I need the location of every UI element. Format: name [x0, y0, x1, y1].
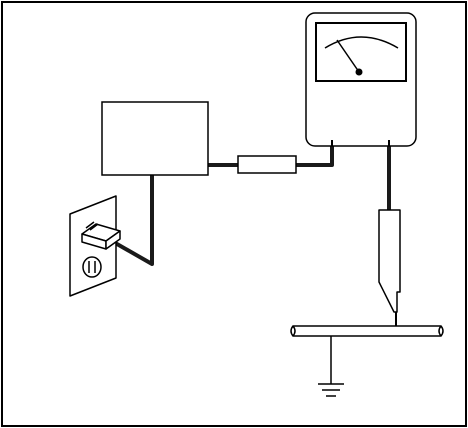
pipe-body	[291, 326, 443, 336]
power-supply-box	[102, 102, 208, 175]
pipe-icon	[291, 326, 443, 336]
meter-needle-pivot	[356, 69, 363, 76]
analog-meter-icon	[306, 13, 416, 146]
outlet-socket	[83, 257, 101, 277]
in-line-resistor	[238, 156, 296, 173]
